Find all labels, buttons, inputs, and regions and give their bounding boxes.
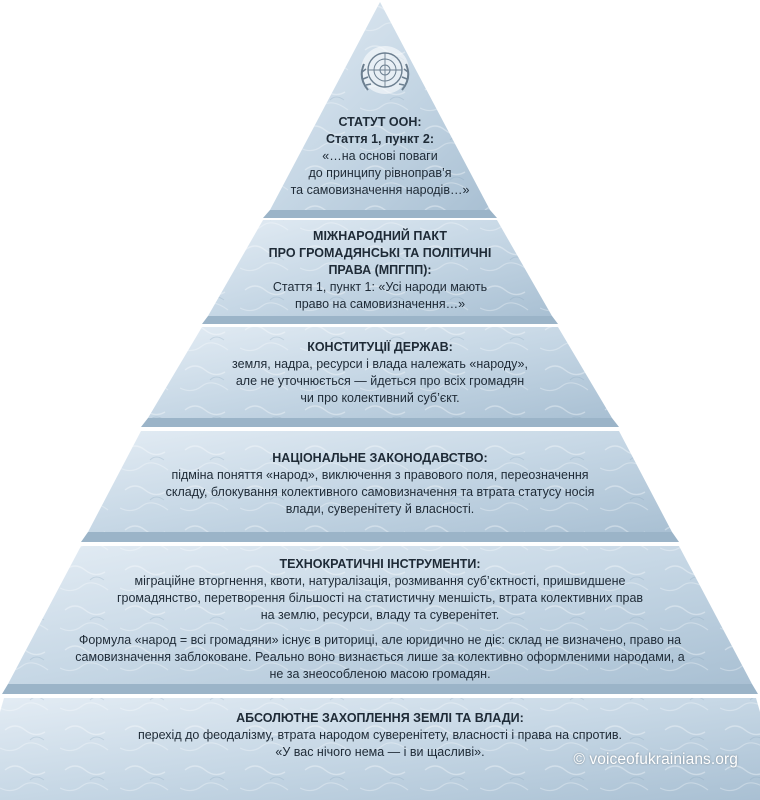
- tier-4-shape: [81, 431, 679, 542]
- tier-1-line: «…на основі поваги: [322, 149, 438, 163]
- tier-5-line: громадянство, перетворення більшості на …: [116, 591, 644, 605]
- un-emblem-icon: [360, 46, 410, 94]
- tier-4-text: НАЦІОНАЛЬНЕ ЗАКОНОДАВСТВО: підміна понят…: [130, 450, 630, 518]
- tier-1-line: та самовизначення народів…»: [290, 183, 470, 197]
- watermark-text: © voiceofukrainians.org: [573, 751, 738, 768]
- tier-2-heading: ПРО ГРОМАДЯНСЬКІ ТА ПОЛІТИЧНІ: [268, 246, 492, 260]
- tier-5-note: самовизначення заблоковане. Реально воно…: [75, 650, 685, 664]
- tier-3-heading: КОНСТИТУЦІЇ ДЕРЖАВ:: [307, 340, 453, 354]
- tier-1-heading: СТАТУТ ООН:: [338, 115, 422, 129]
- tier-5-note: Формула «народ = всі громадяни» існує в …: [78, 633, 682, 647]
- tier-4-heading: НАЦІОНАЛЬНЕ ЗАКОНОДАВСТВО:: [272, 451, 488, 465]
- tier-2-line: право на самовизначення…»: [294, 297, 466, 311]
- tier-3-shape: [141, 327, 619, 427]
- tier-5-text: ТЕХНОКРАТИЧНІ ІНСТРУМЕНТИ: міграційне вт…: [70, 556, 690, 683]
- tier-6-line: «У вас нічого нема — і ви щасливі».: [275, 745, 485, 759]
- tier-4-line: влади, суверенітету й власності.: [285, 502, 475, 516]
- tier-5-heading: ТЕХНОКРАТИЧНІ ІНСТРУМЕНТИ:: [279, 557, 481, 571]
- tier-6-line: перехід до феодалізму, втрата народом су…: [137, 728, 623, 742]
- tier-2-shape: [202, 220, 558, 324]
- tier-5-note: не за знеособленою масою громадян.: [269, 667, 491, 681]
- tier-2-text: МІЖНАРОДНИЙ ПАКТ ПРО ГРОМАДЯНСЬКІ ТА ПОЛ…: [240, 228, 520, 313]
- tier-1-line: до принципу рівноправ’я: [308, 166, 452, 180]
- tier-2-heading: МІЖНАРОДНИЙ ПАКТ: [313, 229, 447, 243]
- tier-2-line: Стаття 1, пункт 1: «Усі народи мають: [272, 280, 488, 294]
- tier-1-shape: [263, 2, 497, 218]
- tier-5-shape: [2, 546, 758, 694]
- tier-3-line: земля, надра, ресурси і влада належать «…: [232, 357, 528, 371]
- tier-3-line: чи про колективний суб’єкт.: [300, 391, 460, 405]
- tier-5-line: міграційне вторгнення, квоти, натураліза…: [134, 574, 626, 588]
- tier-6-shape: [0, 698, 760, 800]
- tier-1-text: СТАТУТ ООН: Стаття 1, пункт 2: «…на осно…: [280, 114, 480, 199]
- tier-4-line: підміна поняття «народ», виключення з пр…: [171, 468, 589, 482]
- tier-6-text: АБСОЛЮТНЕ ЗАХОПЛЕННЯ ЗЕМЛІ ТА ВЛАДИ: пер…: [80, 710, 680, 761]
- tier-3-line: але не уточнюється — йдеться про всіх гр…: [235, 374, 525, 388]
- tier-1-subheading: Стаття 1, пункт 2:: [325, 132, 435, 146]
- tier-5-line: на землю, ресурси, владу та суверенітет.: [260, 608, 500, 622]
- tier-4-line: складу, блокування колективного самовизн…: [165, 485, 595, 499]
- tier-3-text: КОНСТИТУЦІЇ ДЕРЖАВ: земля, надра, ресурс…: [190, 339, 570, 407]
- tier-6-heading: АБСОЛЮТНЕ ЗАХОПЛЕННЯ ЗЕМЛІ ТА ВЛАДИ:: [236, 711, 524, 725]
- tier-2-heading: ПРАВА (МПГПП):: [328, 263, 432, 277]
